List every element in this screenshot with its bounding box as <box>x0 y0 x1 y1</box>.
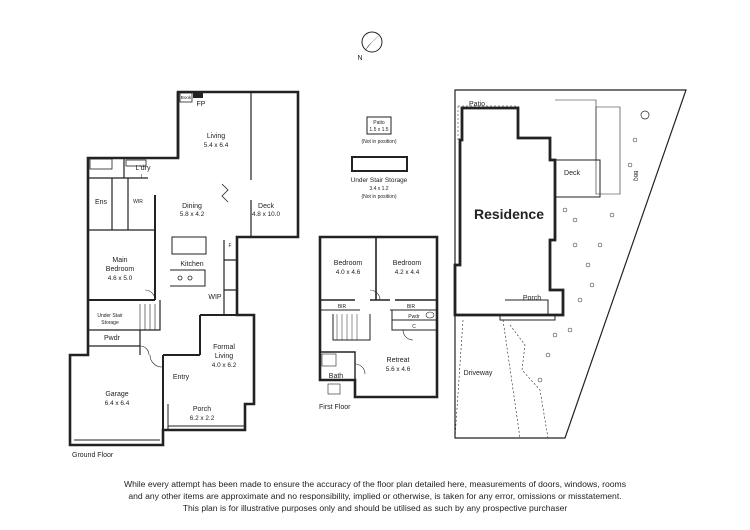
entry-label: Entry <box>173 374 190 381</box>
garage-dim: 6.4 x 6.4 <box>105 400 130 407</box>
site-plan <box>453 89 687 439</box>
laundry-label: L'dry <box>136 165 151 172</box>
under-stair-line1: Under Stair <box>97 313 123 319</box>
formal-living-name2: Living <box>215 353 233 360</box>
formal-living-dim: 4.0 x 6.2 <box>212 362 237 369</box>
first-floor-title: First Floor <box>319 404 351 411</box>
site-patio-label: Patio <box>469 101 485 108</box>
bookshelf-label: Book <box>181 95 192 100</box>
main-bedroom-name2: Bedroom <box>106 266 135 273</box>
first-floor-bir2: BIR <box>407 304 416 310</box>
patio-note-box <box>366 116 392 135</box>
under-stair-line2: Storage <box>101 320 119 326</box>
porch-dim: 6.2 x 2.2 <box>190 415 215 422</box>
formal-living-name: Formal <box>213 344 235 351</box>
retreat-name: Retreat <box>387 357 410 364</box>
first-floor-bedroom2-name: Bedroom <box>393 260 422 267</box>
kitchen-label: Kitchen <box>180 261 203 268</box>
compass-icon <box>361 31 383 53</box>
deck-name: Deck <box>258 203 274 210</box>
main-bedroom-dim: 4.6 x 5.0 <box>108 275 133 282</box>
fridge-label: F <box>228 243 231 249</box>
compass-north-label: N <box>357 55 362 62</box>
garage-name: Garage <box>105 391 128 398</box>
dining-room-dim: 5.8 x 4.2 <box>180 211 205 218</box>
first-floor-plan <box>318 235 439 399</box>
ground-floor-plan <box>68 90 300 447</box>
living-room-dim: 5.4 x 6.4 <box>204 142 229 149</box>
deck-dim: 4.8 x 10.0 <box>252 211 281 218</box>
powder-room-label: Pwdr <box>104 335 121 342</box>
storage-note-box <box>351 156 408 172</box>
site-deck-label: Deck <box>564 170 580 177</box>
patio-note-note: (Not in position) <box>361 139 396 145</box>
disclaimer-line-3: This plan is for illustrative purposes o… <box>182 503 568 513</box>
first-floor-bedroom1-name: Bedroom <box>334 260 363 267</box>
first-floor-bedroom1-dim: 4.0 x 4.6 <box>336 269 361 276</box>
bath-label: Bath <box>329 373 344 380</box>
porch-name: Porch <box>193 406 211 413</box>
disclaimer-line-2: and any other items are approximate and … <box>128 491 622 501</box>
dining-room-name: Dining <box>182 203 202 210</box>
first-floor-cupboard: C <box>412 324 416 330</box>
patio-note-dim: 1.5 x 1.5 <box>369 127 388 133</box>
laundry-l-label: L <box>141 174 144 180</box>
storage-note-name: Under Stair Storage <box>351 177 408 184</box>
first-floor-pwdr: Pwdr <box>408 314 420 320</box>
driveway-label: Driveway <box>464 370 493 377</box>
main-bedroom-name: Main <box>112 257 127 264</box>
wir-label: WIR <box>133 199 143 205</box>
site-porch-label: Porch <box>523 295 541 302</box>
patio-note-name: Patio <box>373 120 385 126</box>
residence-label: Residence <box>474 206 544 222</box>
ensuite-label: Ens <box>95 199 108 206</box>
storage-note-note: (Not in position) <box>361 194 396 200</box>
disclaimer: While every attempt has been made to ens… <box>0 478 750 514</box>
storage-note-dim: 3.4 x 1.2 <box>369 186 388 192</box>
living-room-name: Living <box>207 133 225 140</box>
fireplace-label: FP <box>197 101 206 108</box>
first-floor-bedroom2-dim: 4.2 x 4.4 <box>395 269 420 276</box>
wip-label: WIP <box>208 294 222 301</box>
first-floor-bir1: BIR <box>338 304 347 310</box>
ground-floor-title: Ground Floor <box>72 452 114 459</box>
bbq-label: BBQ <box>632 171 638 182</box>
disclaimer-line-1: While every attempt has been made to ens… <box>123 479 627 489</box>
retreat-dim: 5.6 x 4.6 <box>386 366 411 373</box>
